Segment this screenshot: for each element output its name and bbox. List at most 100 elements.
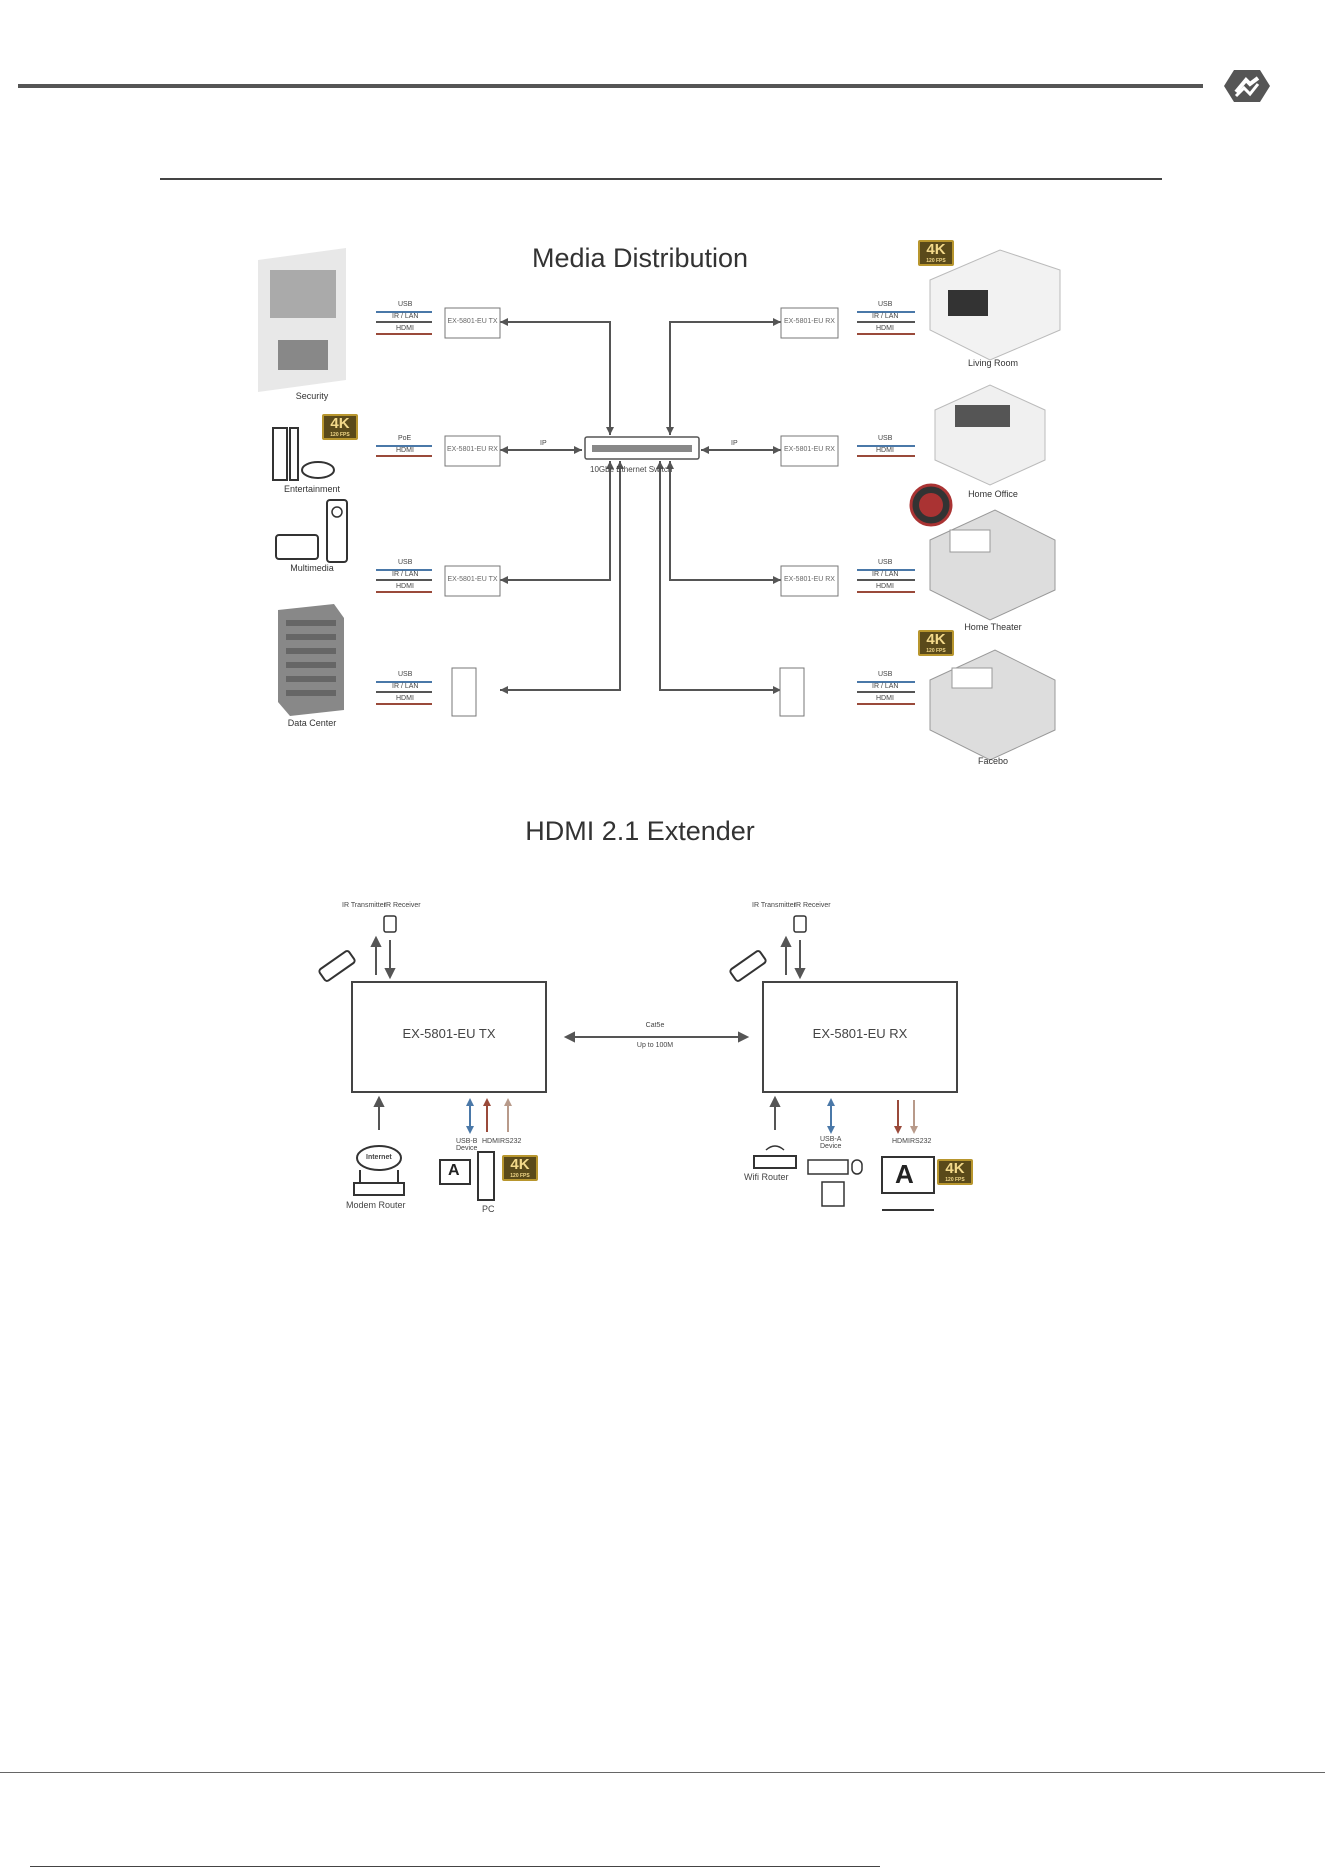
scene-label-security: Security (295, 391, 329, 401)
tx-ir-receiver-label: IR Receiver (384, 902, 421, 909)
ethernet-switch (584, 436, 700, 460)
rx-bottom-usb: USB-A Device (820, 1136, 842, 1150)
tx-ir-sensor-icon (383, 915, 397, 933)
footer-rule (0, 1772, 1325, 1773)
left-signal-2-a: PoE (398, 435, 412, 442)
pc-tower-icon (477, 1151, 495, 1201)
rx-box (762, 981, 958, 1093)
pc-label: PC (482, 1204, 495, 1214)
left-signal-1-c: HDMI (396, 325, 414, 332)
left-signal-4-a: USB (398, 671, 413, 678)
right-signal-2-b: HDMI (876, 447, 894, 454)
tv-screen-letter: A (895, 1159, 914, 1189)
right-signal-3-b: IR / LAN (872, 571, 899, 578)
tx-box-label: EX-5801-EU TX (402, 1026, 496, 1041)
mouse-icon (851, 1159, 863, 1175)
ip-label-left: IP (540, 440, 547, 447)
scene-label-living-room: Living Room (967, 358, 1019, 368)
right-signal-3-a: USB (878, 559, 893, 566)
right-signal-4-a: USB (878, 671, 893, 678)
switch-links (500, 321, 781, 691)
right-device-box-1 (780, 307, 839, 339)
rx-bottom-rs232: RS232 (910, 1138, 932, 1145)
keyboard-icon (807, 1159, 849, 1175)
internet-label: Internet (366, 1154, 392, 1161)
brand-logo-icon (1224, 70, 1270, 102)
scene-label-home-office: Home Office (968, 489, 1018, 499)
section-rule (160, 178, 1162, 180)
right-device-label-1: EX-5801-EU RX (784, 318, 835, 325)
rx-ir-sensor-icon (793, 915, 807, 933)
right-signal-2-a: USB (878, 435, 893, 442)
left-device-box-3 (444, 565, 501, 597)
right-signal-4-b: IR / LAN (872, 683, 899, 690)
right-signal-1-c: HDMI (876, 325, 894, 332)
media-title: Media Distribution (531, 243, 749, 273)
rx-box-label: EX-5801-EU RX (812, 1026, 908, 1041)
tx-remote-icon (318, 950, 356, 982)
hdmi-round-badge-icon (909, 483, 953, 527)
bottom-rule (30, 1866, 880, 1867)
hdmi-title: HDMI 2.1 Extender (525, 816, 755, 846)
rx-ir-receiver-label: IR Receiver (794, 902, 831, 909)
cable-line-1: Cat5e (645, 1022, 665, 1029)
right-device-box-2 (780, 435, 839, 467)
scene-label-facebo: Facebo (977, 756, 1009, 766)
security-scene-icon (258, 248, 346, 392)
left-device-box-2 (444, 435, 501, 467)
left-signal-3-b: IR / LAN (392, 571, 419, 578)
wifi-router-icon (753, 1145, 797, 1169)
header-rule (18, 84, 1203, 88)
right-device-label-3: EX-5801-EU RX (784, 576, 835, 583)
left-signal-2-b: HDMI (396, 447, 414, 454)
pc-screen-letter: A (448, 1162, 460, 1179)
left-device-label-2: EX-5801-EU RX (447, 446, 498, 453)
right-device-box-4 (779, 667, 805, 717)
scene-label-multimedia: Multimedia (290, 563, 334, 573)
left-device-box-1 (444, 307, 501, 339)
entertainment-scene-icon (272, 427, 335, 481)
right-signal-3-c: HDMI (876, 583, 894, 590)
modem-router-label: Modem Router (346, 1200, 406, 1210)
left-device-box-4 (451, 667, 477, 717)
left-device-label-3: EX-5801-EU TX (447, 576, 498, 583)
multimedia-scene-icon (275, 499, 348, 563)
left-signal-4-c: HDMI (396, 695, 414, 702)
cable-line-2: Up to 100M (636, 1042, 674, 1049)
ip-label-right: IP (731, 440, 738, 447)
wifi-router-label: Wifi Router (744, 1172, 789, 1182)
left-device-label-1: EX-5801-EU TX (447, 318, 498, 325)
rx-remote-icon (729, 950, 767, 982)
facebo-scene-icon (929, 649, 1056, 761)
pc-monitor-icon (439, 1159, 471, 1185)
right-device-box-3 (780, 565, 839, 597)
rx-bottom-hdmi: HDMI (892, 1138, 910, 1145)
tx-bottom-usb: USB-B Device (456, 1138, 478, 1152)
right-signal-4-c: HDMI (876, 695, 894, 702)
usb-drive-icon (821, 1181, 845, 1207)
left-signal-3-a: USB (398, 559, 413, 566)
left-signal-4-b: IR / LAN (392, 683, 419, 690)
home-theater-scene-icon (929, 509, 1056, 621)
tx-bottom-rs232: RS232 (500, 1138, 522, 1145)
tx-ir-transmitter-label: IR Transmitter (342, 902, 386, 909)
home-office-scene-icon (934, 384, 1046, 486)
right-signal-1-a: USB (878, 301, 893, 308)
data-center-scene-icon (278, 604, 344, 716)
scene-label-home-theater: Home Theater (964, 622, 1022, 632)
left-signal-3-c: HDMI (396, 583, 414, 590)
scene-label-data-center: Data Center (287, 718, 337, 728)
tv-monitor-icon (881, 1156, 935, 1194)
left-signal-1-a: USB (398, 301, 413, 308)
rx-ir-transmitter-label: IR Transmitter (752, 902, 796, 909)
right-device-label-2: EX-5801-EU RX (784, 446, 835, 453)
internet-cloud-icon (356, 1145, 402, 1171)
tx-bottom-hdmi: HDMI (482, 1138, 500, 1145)
